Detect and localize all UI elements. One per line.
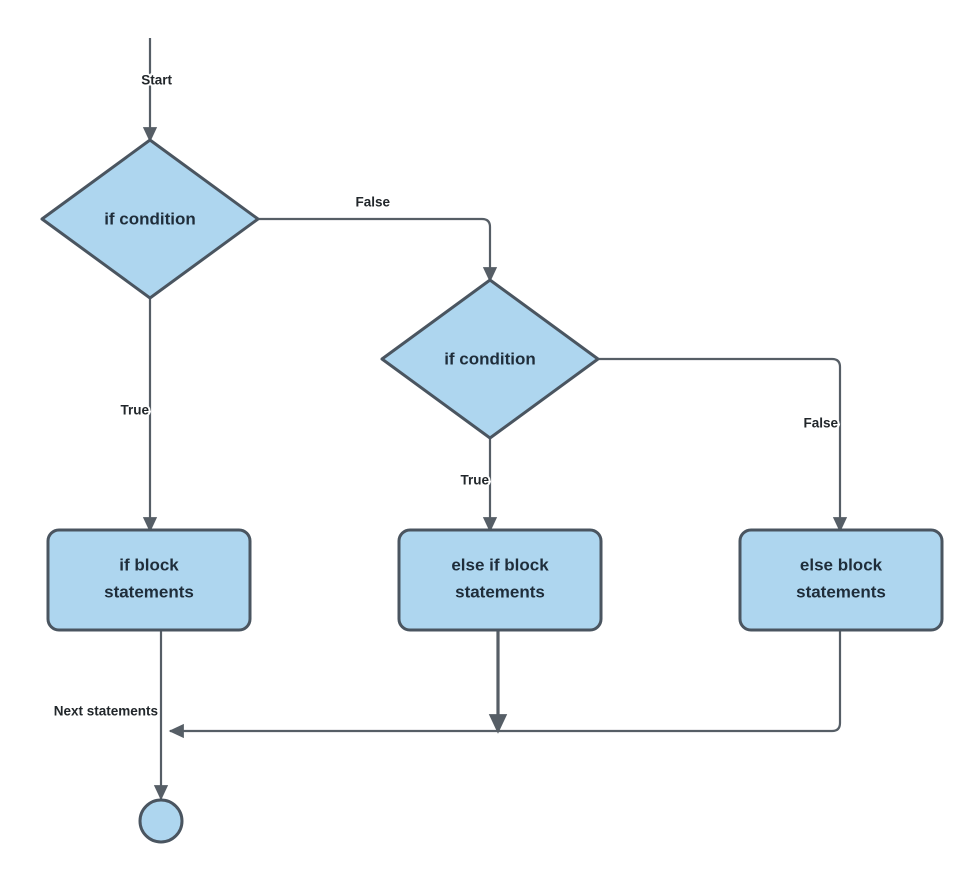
diamond-shape [380, 278, 600, 440]
else-if-block-label-line2: statements [455, 582, 545, 601]
edge-label-group: Start False True True False Next stateme… [52, 71, 841, 721]
else-block-label-line1: else block [800, 555, 883, 574]
edge-decision1-false [259, 217, 498, 283]
else-block-label-line2: statements [796, 582, 886, 601]
process-box [738, 528, 944, 632]
node-process-else-block[interactable]: else block statements [738, 528, 944, 632]
edge-label-true-1: True [120, 403, 149, 418]
edge-label-false-1: False [355, 195, 390, 210]
decision-1-label: if condition [104, 209, 196, 228]
else-if-block-label-line1: else if block [451, 555, 549, 574]
edge-label-start: Start [141, 73, 172, 88]
node-terminator-end[interactable] [138, 798, 184, 844]
if-block-label-line2: statements [104, 582, 194, 601]
decision-2-label: if condition [444, 349, 536, 368]
if-block-label-line1: if block [119, 555, 179, 574]
node-process-else-if-block[interactable]: else if block statements [397, 528, 603, 632]
edge-label-next-statements: Next statements [54, 704, 158, 719]
end-circle [138, 798, 184, 844]
process-box [46, 528, 252, 632]
process-box [397, 528, 603, 632]
node-decision-if-condition-1[interactable]: if condition [40, 138, 260, 300]
node-decision-if-condition-2[interactable]: if condition [380, 278, 600, 440]
edge-label-true-2: True [460, 473, 489, 488]
node-process-if-block[interactable]: if block statements [46, 528, 252, 632]
edge-label-false-2: False [803, 416, 838, 431]
diamond-shape [40, 138, 260, 300]
edge-elseblock-to-merge [168, 631, 842, 739]
edge-decision2-false [599, 357, 848, 533]
